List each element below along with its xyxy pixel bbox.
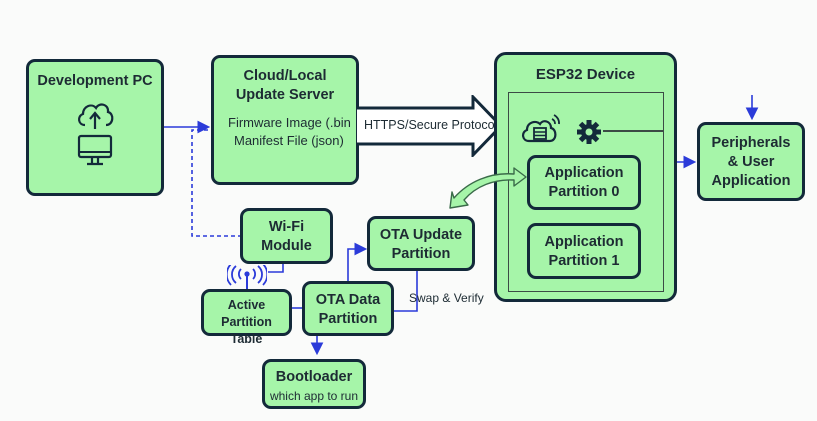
ota-data-partition-box[interactable]: OTA Data Partition (302, 281, 394, 336)
server-firmware-image: Firmware Image (.bin (228, 115, 351, 130)
server-manifest-file: Manifest File (json) (234, 133, 344, 148)
wifi-module-box[interactable]: Wi-Fi Module (240, 208, 333, 264)
https-protocol-label: HTTPS/Secure Protocol (364, 118, 498, 132)
connector-wifi-table (268, 264, 284, 273)
active-partition-table-box[interactable]: Active Partition Table (201, 289, 292, 346)
server-title-line2: Update Server (235, 87, 335, 103)
bootloader-subtitle: which app to run (269, 389, 359, 403)
connector-otadata-otaupdate (347, 242, 368, 281)
partition0-line1: Application (544, 165, 624, 181)
development-pc-title: Development PC (37, 73, 153, 89)
bootloader-box[interactable]: Bootloader which app to run (262, 359, 366, 409)
bootloader-title: Bootloader (275, 369, 353, 385)
application-partition-0[interactable]: Application Partition 0 (527, 155, 641, 210)
active-table-line1: Active Partition (221, 298, 272, 329)
esp32-inner-frame (508, 92, 664, 292)
peripherals-line2: & User (727, 154, 775, 170)
partition1-line2: Partition 1 (548, 253, 620, 269)
swap-double-arrow-icon (449, 167, 527, 209)
wifi-line1: Wi-Fi (268, 219, 305, 235)
cloud-storage-wireless-icon (522, 114, 560, 143)
monitor-icon (77, 134, 113, 166)
server-title-line1: Cloud/Local (243, 68, 327, 84)
connector-dashed-wifi (191, 129, 240, 237)
update-server-box[interactable]: Cloud/Local Update Server Firmware Image… (211, 55, 359, 185)
active-table-line2: Table (230, 332, 263, 346)
wifi-line2: Module (261, 238, 312, 254)
partition1-line1: Application (544, 234, 624, 250)
peripherals-line3: Application (711, 173, 791, 189)
ota-update-partition-box[interactable]: OTA Update Partition (367, 216, 475, 271)
gear-connector-line (603, 130, 663, 132)
peripherals-user-application-box[interactable]: Peripherals & User Application (697, 122, 805, 201)
connector-swap-verify (393, 270, 418, 312)
development-pc-box[interactable]: Development PC (26, 59, 164, 196)
esp32-title: ESP32 Device (535, 66, 636, 83)
partition0-line2: Partition 0 (548, 184, 620, 200)
ota-data-line1: OTA Data (315, 292, 381, 308)
cloud-upload-icon (78, 103, 114, 129)
ota-update-line2: Partition (391, 246, 451, 262)
peripherals-line1: Peripherals (711, 135, 791, 151)
gear-icon (577, 120, 601, 144)
application-partition-1[interactable]: Application Partition 1 (527, 223, 641, 279)
ota-update-line1: OTA Update (379, 227, 463, 243)
wireless-antenna-icon (227, 265, 267, 289)
swap-verify-label: Swap & Verify (409, 291, 484, 305)
ota-data-line2: Partition (318, 311, 378, 327)
